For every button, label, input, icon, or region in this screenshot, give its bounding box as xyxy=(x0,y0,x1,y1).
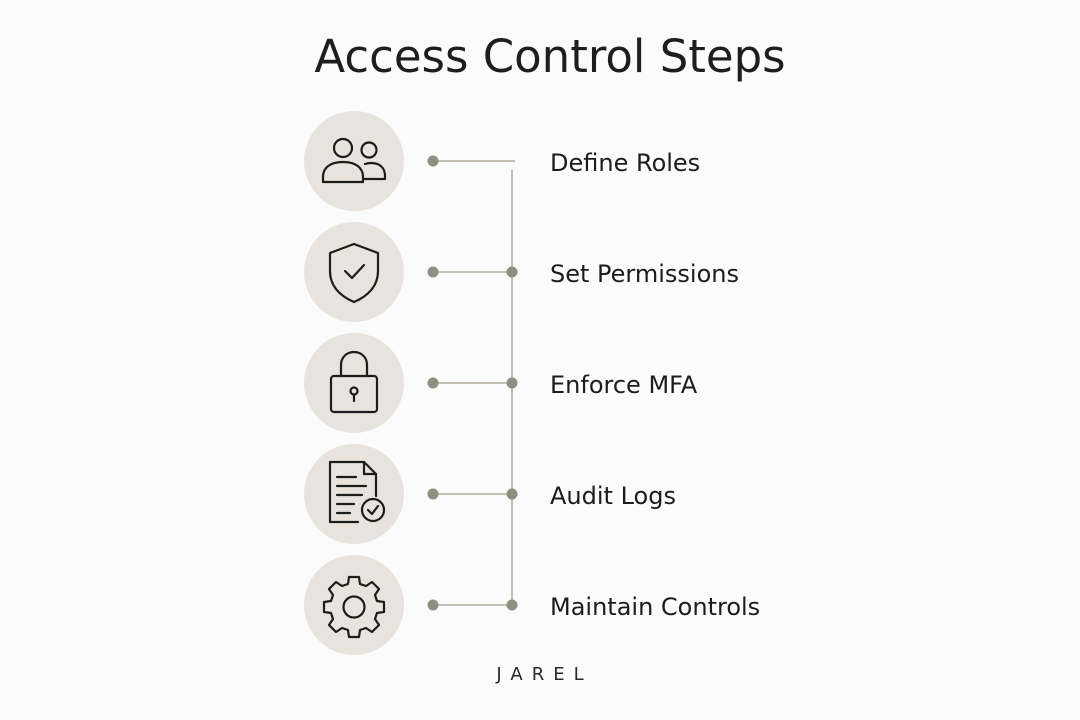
step-icon-circle-1 xyxy=(304,111,404,211)
step-icon-circle-3 xyxy=(304,333,404,433)
step-label-5: Maintain Controls xyxy=(550,593,761,621)
step-dot-right-5 xyxy=(506,599,518,611)
step-dot-left-4 xyxy=(427,488,439,500)
gear-icon xyxy=(322,575,386,639)
step-dot-left-5 xyxy=(427,599,439,611)
step-label-1: Define Roles xyxy=(550,149,701,177)
diagram-title: Access Control Steps xyxy=(314,30,786,83)
step-dot-left-3 xyxy=(427,377,439,389)
step-icon-circle-2 xyxy=(304,222,404,322)
shield-check-icon xyxy=(328,242,380,304)
step-dot-right-3 xyxy=(506,377,518,389)
step-label-3: Enforce MFA xyxy=(550,371,698,399)
padlock-icon xyxy=(329,350,379,414)
step-label-2: Set Permissions xyxy=(550,260,739,288)
step-dot-right-2 xyxy=(506,266,518,278)
step-dot-right-4 xyxy=(506,488,518,500)
step-dot-left-1 xyxy=(427,155,439,167)
brand-logo-text: JAREL xyxy=(496,664,593,685)
step-dot-left-2 xyxy=(427,266,439,278)
users-icon xyxy=(321,137,387,184)
step-icon-circle-5 xyxy=(304,555,404,655)
step-icon-circle-4 xyxy=(304,444,404,544)
step-label-4: Audit Logs xyxy=(550,482,676,510)
document-check-icon xyxy=(328,460,386,524)
